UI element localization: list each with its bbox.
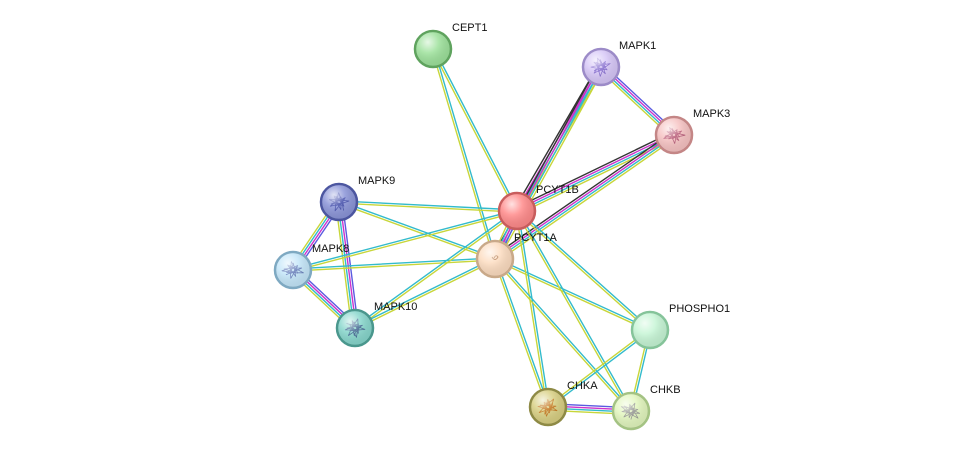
edge-mapk10-pcyt1a[interactable] — [353, 257, 497, 330]
edge-line-homology — [341, 200, 359, 329]
edge-line-databases — [338, 200, 518, 211]
nodes-layer: PCYT1B PCYT1A CEPT1MAPK1MAPK3MAPK9MAPK8MAP… — [273, 22, 730, 431]
node-gloss — [614, 394, 648, 428]
node-gloss — [584, 50, 618, 84]
edge-line-experiments — [493, 133, 675, 259]
edge-line-textmining — [292, 259, 496, 272]
node-pcyt1b[interactable]: PCYT1B — [497, 184, 579, 231]
edge-line-textmining — [354, 211, 519, 330]
edge-line-textmining — [496, 137, 677, 263]
edges-layer — [289, 47, 677, 415]
node-mapk10[interactable]: MAPK10 — [335, 301, 417, 348]
edge-mapk9-pcyt1a[interactable] — [337, 200, 497, 261]
node-label-chkb: CHKB — [650, 384, 681, 396]
node-mapk1[interactable]: MAPK1 — [581, 40, 656, 87]
edge-mapk8-pcyt1b[interactable] — [292, 209, 518, 272]
edge-line-textmining — [431, 48, 495, 261]
node-gloss — [276, 253, 310, 287]
edge-phospho1-chka[interactable] — [546, 328, 652, 409]
node-pcyt1a[interactable]: PCYT1A — [475, 232, 557, 279]
node-label-chka: CHKA — [567, 380, 598, 392]
edge-line-databases — [495, 257, 633, 411]
edge-line-databases — [495, 257, 550, 408]
edge-line-databases — [338, 200, 497, 259]
edge-line-textmining — [493, 258, 548, 409]
node-gloss — [633, 313, 667, 347]
node-gloss — [338, 311, 372, 345]
edge-line-textmining — [292, 211, 518, 272]
edge-pcyt1b-chkb[interactable] — [515, 209, 633, 413]
node-label-phospho1: PHOSPHO1 — [669, 303, 730, 315]
edge-line-databases — [494, 135, 676, 261]
edge-line-textmining — [431, 48, 517, 213]
node-gloss — [531, 390, 565, 424]
node-chkb[interactable]: CHKB — [611, 384, 681, 431]
edge-line-databases — [353, 209, 518, 328]
edge-line-databases — [547, 330, 652, 409]
node-mapk9[interactable]: MAPK9 — [319, 175, 395, 222]
edge-mapk10-pcyt1b[interactable] — [353, 209, 519, 330]
node-gloss — [500, 194, 534, 228]
edge-line-databases — [517, 209, 633, 412]
edge-pcyt1b-chka[interactable] — [515, 210, 550, 408]
edge-mapk9-mapk10[interactable] — [335, 200, 359, 330]
node-gloss — [657, 118, 691, 152]
node-cept1[interactable]: CEPT1 — [413, 22, 487, 69]
node-gloss — [416, 32, 450, 66]
edge-pcyt1a-phospho1[interactable] — [493, 257, 652, 332]
node-gloss — [322, 185, 356, 219]
node-phospho1[interactable]: PHOSPHO1 — [630, 303, 730, 350]
edge-line-databases — [494, 257, 652, 330]
edge-cept1-pcyt1a[interactable] — [431, 47, 497, 261]
edge-pcyt1b-phospho1[interactable] — [515, 209, 652, 332]
edge-mapk9-pcyt1b[interactable] — [338, 200, 518, 213]
node-label-pcyt1b: PCYT1B — [536, 184, 579, 196]
edge-line-textmining — [493, 259, 651, 332]
edge-line-databases — [337, 201, 355, 329]
node-label-mapk9: MAPK9 — [358, 175, 395, 187]
edge-line-textmining — [337, 202, 496, 261]
edge-line-experiments — [339, 201, 357, 329]
edge-mapk8-pcyt1a[interactable] — [292, 257, 496, 272]
node-mapk3[interactable]: MAPK3 — [654, 108, 730, 155]
edge-line-textmining — [546, 328, 651, 407]
edge-line-databases — [433, 47, 519, 212]
edge-line-textmining — [515, 211, 650, 332]
node-gloss — [478, 242, 512, 276]
edge-line-textmining — [515, 210, 631, 413]
edge-line-databases — [517, 210, 550, 408]
edge-line-databases — [292, 257, 496, 270]
edge-cept1-pcyt1b[interactable] — [431, 47, 519, 213]
edge-line-textmining — [354, 259, 497, 330]
edge-pcyt1a-chka[interactable] — [493, 257, 550, 409]
node-label-mapk8: MAPK8 — [312, 243, 349, 255]
edge-pcyt1a-mapk3[interactable] — [492, 131, 677, 263]
edge-line-textmining — [493, 259, 631, 413]
node-label-pcyt1a: PCYT1A — [514, 232, 557, 244]
edge-pcyt1a-chkb[interactable] — [493, 257, 633, 413]
edge-line-coexpression — [492, 131, 673, 257]
edge-line-databases — [353, 257, 496, 328]
edge-line-databases — [433, 47, 497, 260]
edge-line-experiments — [515, 133, 675, 211]
node-mapk8[interactable]: MAPK8 — [273, 243, 349, 290]
node-chka[interactable]: CHKA — [528, 380, 598, 427]
edge-line-textmining — [335, 201, 353, 330]
node-label-mapk1: MAPK1 — [619, 40, 656, 52]
edge-line-textmining — [515, 210, 548, 408]
node-label-mapk3: MAPK3 — [693, 108, 730, 120]
node-label-cept1: CEPT1 — [452, 22, 487, 34]
edge-line-textmining — [338, 202, 518, 213]
edge-line-databases — [292, 209, 518, 270]
node-label-mapk10: MAPK10 — [374, 301, 417, 313]
edge-line-databases — [517, 209, 652, 330]
edge-pcyt1b-mapk3[interactable] — [514, 131, 677, 215]
edge-line-coexpression — [514, 131, 674, 209]
